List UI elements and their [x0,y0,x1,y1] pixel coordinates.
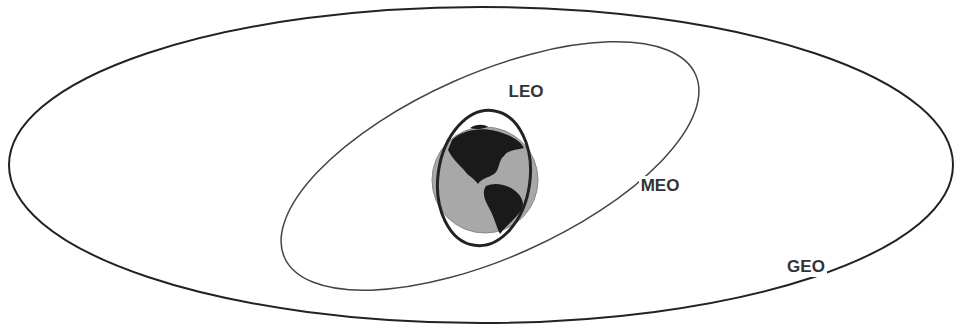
orbit-label: LEO [507,82,546,102]
orbit-label: MEO [639,176,682,196]
meo-orbit [247,0,733,329]
geo-orbit [9,7,953,323]
orbit-label: GEO [785,257,827,277]
leo-orbit [429,104,539,251]
